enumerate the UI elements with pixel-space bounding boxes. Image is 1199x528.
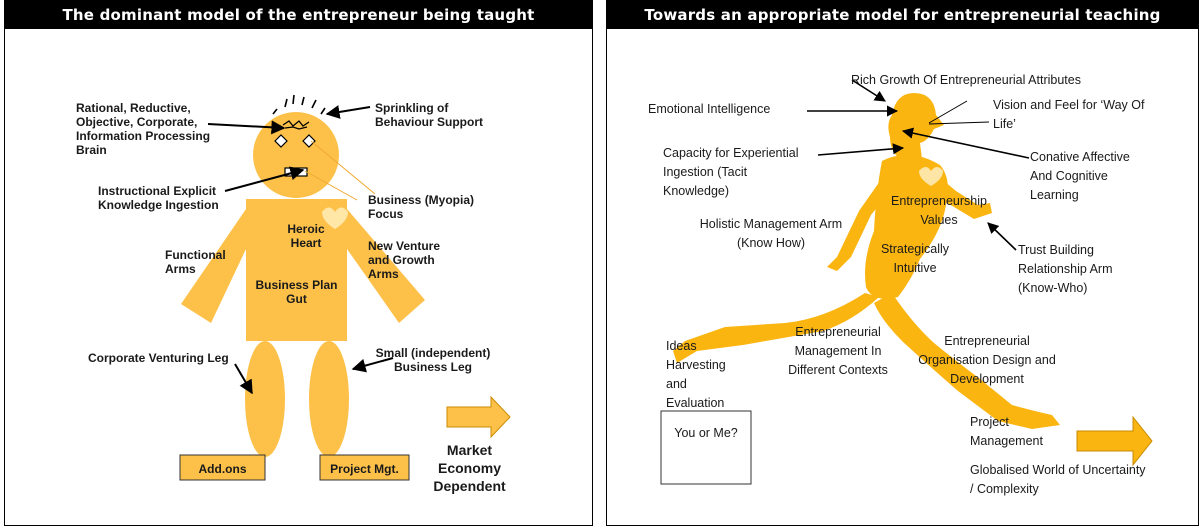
label-sprinkling: Sprinkling of Behaviour Support <box>375 101 484 129</box>
right-arm <box>347 209 425 323</box>
label-heroic-heart: Heroic Heart <box>287 222 325 250</box>
focus-lines <box>304 140 376 201</box>
addons-box-label: Add.ons <box>198 462 247 476</box>
left-panel: The dominant model of the entrepreneur b… <box>4 0 593 526</box>
figure-head <box>253 112 339 198</box>
label-project-management: Project Management <box>970 415 1043 448</box>
label-conative: Conative Affective And Cognitive Learnin… <box>1030 150 1130 202</box>
runner-front-arm <box>924 171 992 219</box>
label-gut: Business Plan Gut <box>255 278 338 306</box>
project-box-shape <box>319 454 410 481</box>
label-values: Entrepreneurship Values <box>891 194 987 227</box>
left-panel-title: The dominant model of the entrepreneur b… <box>5 1 592 29</box>
you-or-me-box-shape <box>660 410 752 485</box>
globalised-arrow-icon <box>1076 415 1153 467</box>
traditional-figure <box>179 94 511 481</box>
label-holistic: Holistic Management Arm (Know How) <box>699 217 843 250</box>
label-brain: Rational, Reductive, Objective, Corporat… <box>76 101 211 157</box>
label-rich-growth: Rich Growth Of Entrepreneurial Attribute… <box>851 73 1081 87</box>
addons-box-shape <box>179 454 266 481</box>
label-ideas: Ideas Harvesting and Evaluation <box>666 339 726 410</box>
runner-body <box>673 93 1060 429</box>
label-corporate-leg: Corporate Venturing Leg <box>88 351 229 365</box>
label-globalised: Globalised World of Uncertainty / Comple… <box>970 463 1146 496</box>
label-emotional: Emotional Intelligence <box>648 102 771 116</box>
label-instructional: Instructional Explicit Knowledge Ingesti… <box>98 184 219 212</box>
runner-back-arm <box>827 171 893 271</box>
label-ent-management: Entrepreneurial Management In Different … <box>788 325 888 377</box>
label-new-venture: New Venture and Growth Arms <box>368 239 441 281</box>
right-panel: Towards an appropriate model for entrepr… <box>606 0 1199 526</box>
label-org-design: Entrepreneurial Organisation Design and … <box>918 334 1056 386</box>
label-capacity: Capacity for Experiential Ingestion (Tac… <box>663 146 799 198</box>
label-market: Market Economy Dependent <box>433 442 506 494</box>
label-vision: Vision and Feel for ‘Way Of Life’ <box>993 98 1145 131</box>
right-panel-title: Towards an appropriate model for entrepr… <box>607 1 1198 29</box>
runner-head <box>888 93 944 159</box>
runner-heart <box>919 167 943 186</box>
label-strategically: Strategically Intuitive <box>880 242 950 275</box>
pointer-arrows <box>207 105 394 395</box>
runner-pointer-arrows <box>807 79 1030 251</box>
label-business-focus: Business (Myopia) Focus <box>368 193 475 221</box>
runner-back-leg <box>673 293 879 363</box>
label-functional-arms: Functional Arms <box>165 248 226 276</box>
market-arrow-icon <box>446 395 511 439</box>
project-box-label: Project Mgt. <box>330 462 399 476</box>
label-trust: Trust Building Relationship Arm (Know-Wh… <box>1018 243 1113 295</box>
heart-shape <box>322 207 348 229</box>
left-leg <box>245 341 285 457</box>
runner-figure <box>660 79 1153 485</box>
runner-front-leg <box>874 293 1060 429</box>
hair-lines <box>272 94 326 115</box>
label-small-leg: Small (independent) Business Leg <box>375 346 491 374</box>
left-arm <box>181 209 246 323</box>
you-or-me-label: You or Me? <box>674 426 738 440</box>
vision-lines <box>928 100 990 125</box>
right-leg <box>309 341 349 457</box>
